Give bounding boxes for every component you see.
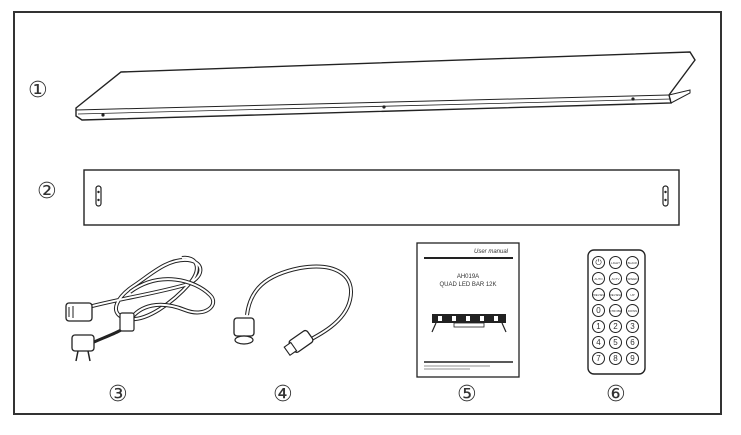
remote-key: UP <box>626 288 639 301</box>
manual-model: AH019A <box>456 274 480 280</box>
item-label-5: ⑤ <box>457 382 477 407</box>
remote-key: 0 <box>592 304 605 317</box>
remote-key: AUTO <box>592 272 605 285</box>
manual-product: QUAD LED BAR 12K <box>439 282 497 288</box>
item-label-6: ⑥ <box>606 382 626 407</box>
remote-key: LIGHT <box>609 256 622 269</box>
remote-key: DOWN <box>626 304 639 317</box>
remote-key: ACTV <box>609 272 622 285</box>
remote-key: 1 <box>592 320 605 333</box>
item-label-4: ④ <box>273 382 293 407</box>
remote-key: 4 <box>592 336 605 349</box>
remote-key: BLACK <box>626 256 639 269</box>
remote-key: ⏻ <box>592 256 605 269</box>
remote-key: 9 <box>626 352 639 365</box>
remote-key: 6 <box>626 336 639 349</box>
remote-key: PREVIEW <box>592 288 605 301</box>
remote-key: 2 <box>609 320 622 333</box>
remote-key: REVIEW <box>609 288 622 301</box>
manual-header: User manual <box>474 249 509 255</box>
remote-key: SPEED <box>626 272 639 285</box>
item-label-1: ① <box>28 78 48 103</box>
remote-key: STROBE <box>609 304 622 317</box>
remote-key: 5 <box>609 336 622 349</box>
item-label-3: ③ <box>108 382 128 407</box>
remote-key: 3 <box>626 320 639 333</box>
diagram-frame <box>13 11 722 415</box>
item-label-2: ② <box>37 179 57 204</box>
remote-key: 8 <box>609 352 622 365</box>
remote-key: 7 <box>592 352 605 365</box>
